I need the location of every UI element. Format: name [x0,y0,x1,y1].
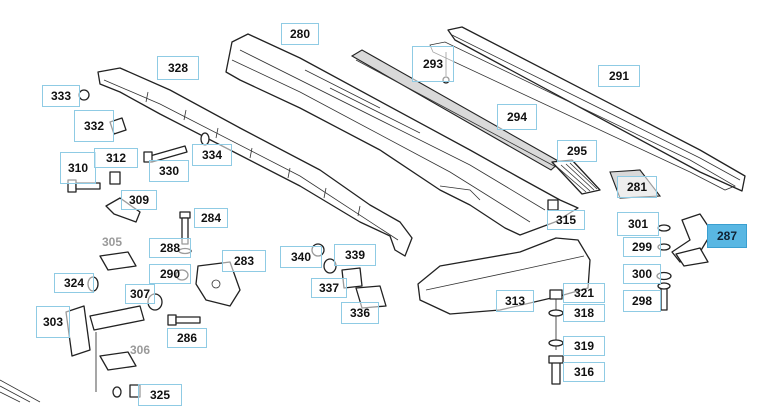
callout-294[interactable]: 294 [497,104,537,130]
callout-295[interactable]: 295 [557,140,597,162]
part-286-bolt [167,314,201,326]
part-328-bumper-bar [97,67,413,257]
callout-315[interactable]: 315 [547,210,585,230]
callout-288[interactable]: 288 [149,238,191,258]
callout-306[interactable]: 306 [129,343,151,357]
callout-336[interactable]: 336 [341,302,379,324]
callout-305[interactable]: 305 [101,235,123,249]
part-333-nut [78,89,90,101]
part-316-bolt-stack [548,289,564,385]
callout-307[interactable]: 307 [125,284,155,304]
callout-287[interactable]: 287 [707,224,747,248]
callout-333[interactable]: 333 [42,85,80,107]
callout-330[interactable]: 330 [149,160,189,182]
callout-280[interactable]: 280 [281,23,319,45]
part-291-trim-strip [429,26,746,192]
part-280-bumper-cover [225,33,579,236]
part-339-washer [323,258,337,274]
callout-281[interactable]: 281 [617,176,657,198]
callout-299[interactable]: 299 [623,237,661,257]
part-305-pad [99,251,137,271]
callout-328[interactable]: 328 [157,56,199,80]
part-306-pad [99,351,137,371]
callout-290[interactable]: 290 [149,264,191,284]
part-325-fastener [112,384,141,398]
callout-325[interactable]: 325 [138,384,182,406]
callout-309[interactable]: 309 [121,190,157,210]
callout-318[interactable]: 318 [563,304,605,322]
callout-316[interactable]: 316 [563,362,605,382]
callout-332[interactable]: 332 [74,110,114,142]
callout-337[interactable]: 337 [311,278,347,298]
callout-321[interactable]: 321 [563,283,605,303]
callout-283[interactable]: 283 [222,250,266,272]
callout-293[interactable]: 293 [412,46,454,82]
callout-324[interactable]: 324 [54,273,94,293]
callout-298[interactable]: 298 [623,290,661,312]
callout-310[interactable]: 310 [60,152,96,184]
callout-313[interactable]: 313 [496,290,534,312]
part-309-bracket [105,197,141,223]
callout-286[interactable]: 286 [167,328,207,348]
callout-334[interactable]: 334 [192,144,232,166]
callout-284[interactable]: 284 [194,208,228,228]
callout-300[interactable]: 300 [623,264,661,284]
part-287-bracket [656,213,713,311]
part-312-nut [109,171,121,185]
callout-339[interactable]: 339 [334,244,376,266]
body-contour [0,379,41,403]
callout-312[interactable]: 312 [94,148,138,168]
callout-340[interactable]: 340 [280,246,322,268]
callout-291[interactable]: 291 [598,65,640,87]
part-303-mount-plate [65,305,145,392]
part-295-grille [551,159,601,195]
callout-303[interactable]: 303 [36,306,70,338]
part-315-clip [547,199,559,211]
callout-319[interactable]: 319 [563,336,605,356]
part-313-bumper-guard [417,237,591,315]
callout-301[interactable]: 301 [617,212,659,236]
